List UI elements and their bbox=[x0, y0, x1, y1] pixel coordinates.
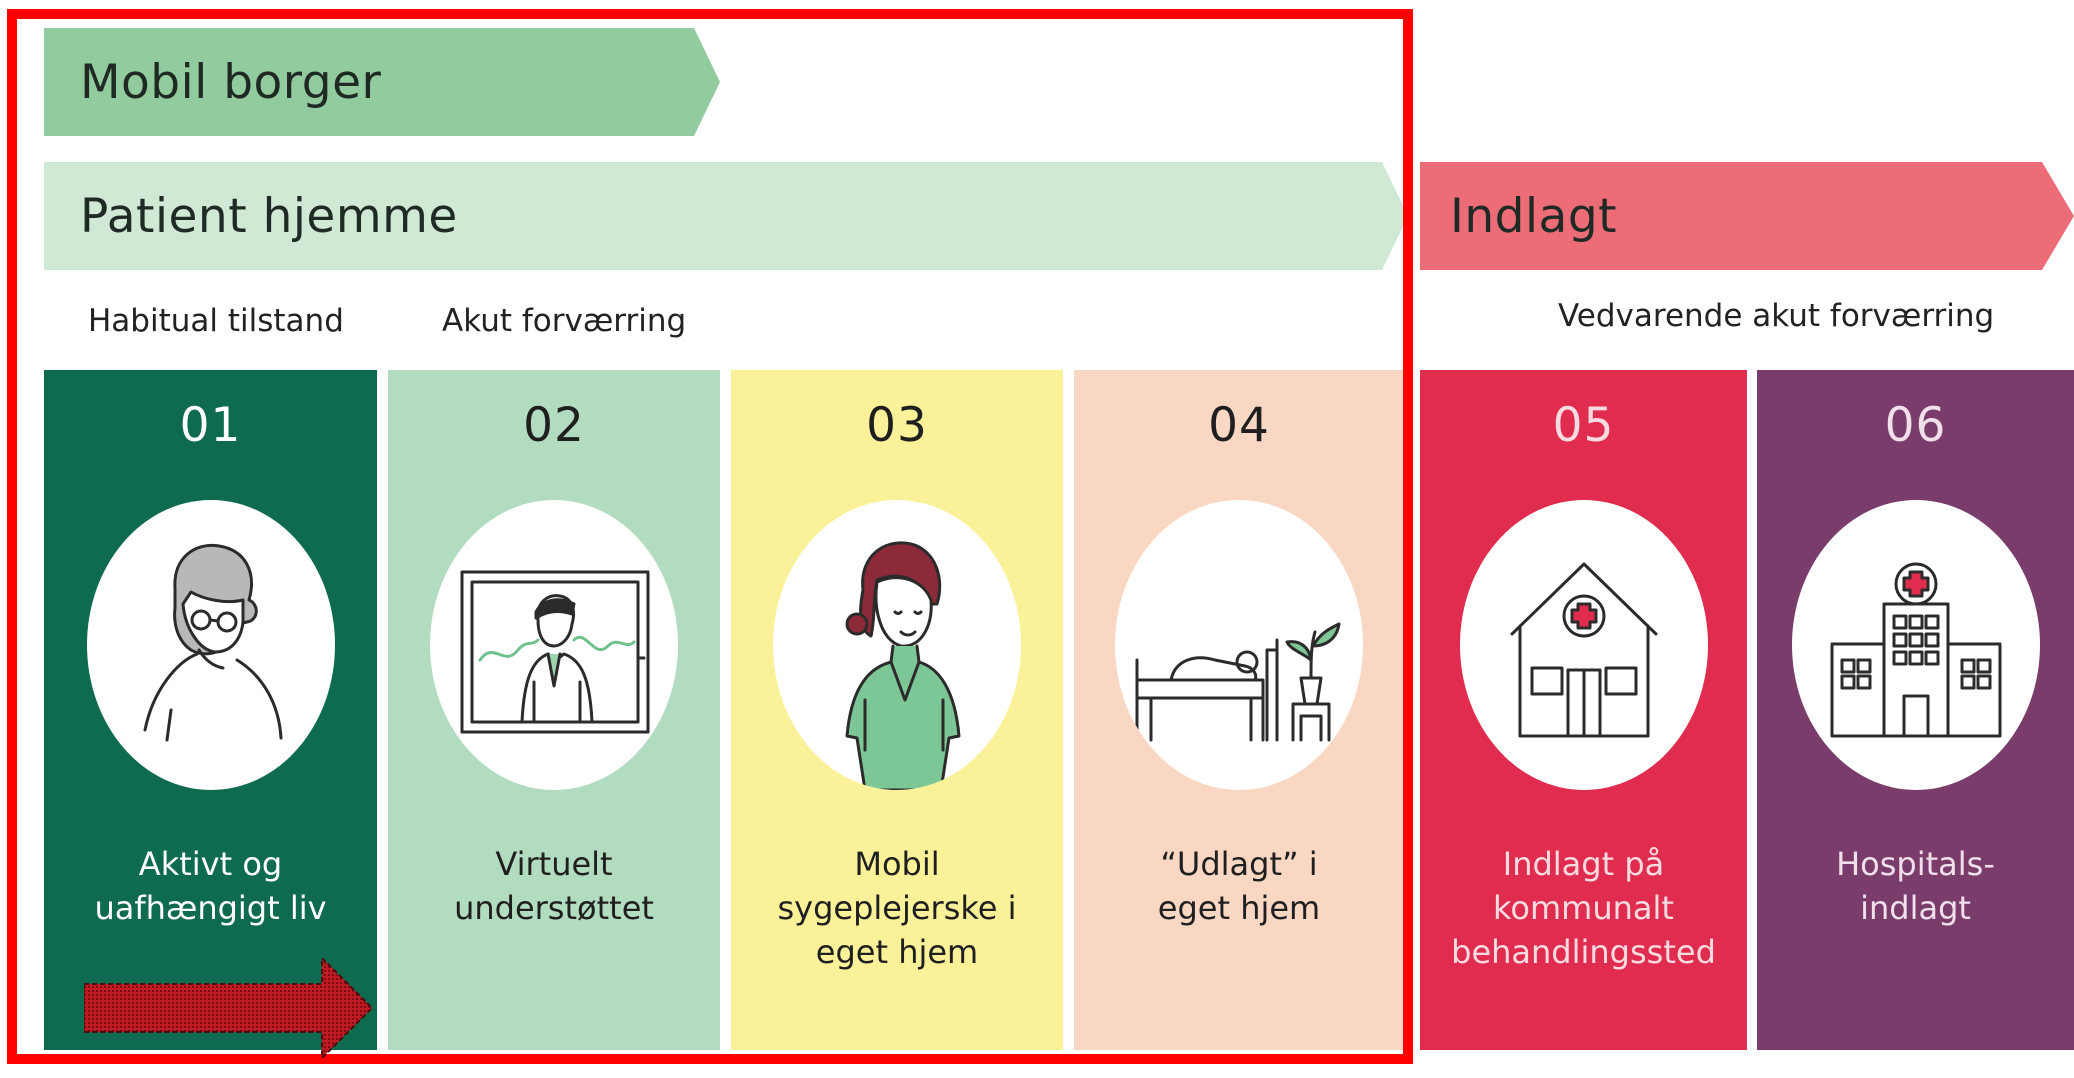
vedvarende-akut-forvaerring-label: Vedvarende akut forværring bbox=[1558, 298, 1995, 334]
stage-number: 06 bbox=[1884, 398, 1947, 453]
stage-caption: Aktivt og uafhængigt liv bbox=[94, 845, 327, 927]
stage-card-04: 04 “Udlagt” i eget hjem bbox=[1074, 370, 1404, 1050]
akut-forvaerring-label: Akut forværring bbox=[442, 303, 687, 339]
icon-circle bbox=[430, 500, 678, 790]
elderly-person-icon bbox=[143, 543, 282, 742]
nurse-icon bbox=[845, 541, 961, 790]
banner-arrow-shape bbox=[44, 162, 1408, 270]
icon-circle bbox=[86, 500, 335, 790]
indlagt-banner: Indlagt bbox=[1420, 162, 2074, 270]
stage-card-05: 05 Indlagt på kommunalt behandlingssted bbox=[1420, 370, 1747, 1050]
patient-hjemme-label: Patient hjemme bbox=[80, 188, 458, 244]
stage-number: 03 bbox=[866, 398, 928, 453]
icon-circle bbox=[1115, 500, 1363, 790]
stage-caption: Indlagt på kommunalt behandlingssted bbox=[1451, 845, 1716, 971]
banner-arrow-shape bbox=[44, 28, 720, 136]
stage-number: 05 bbox=[1552, 398, 1615, 453]
stage-caption: Virtuelt understøttet bbox=[454, 845, 654, 927]
indlagt-label: Indlagt bbox=[1450, 188, 1618, 244]
stage-card-01: 01 Aktivt og uafhængigt liv bbox=[44, 370, 377, 1050]
stage-card-02: 02 Virtuelt understøttet bbox=[388, 370, 720, 1050]
icon-circle bbox=[1459, 500, 1708, 790]
stage-number: 02 bbox=[523, 398, 585, 453]
arrow-right-icon bbox=[84, 958, 374, 1058]
mobil-borger-label: Mobil borger bbox=[80, 54, 382, 110]
stage-number: 01 bbox=[179, 398, 242, 453]
stage-caption: Mobil sygeplejerske i eget hjem bbox=[777, 845, 1017, 971]
stage-number: 04 bbox=[1208, 398, 1270, 453]
icon-circle bbox=[1791, 500, 2040, 790]
icon-circle bbox=[773, 500, 1021, 790]
hospital-building-icon bbox=[1830, 562, 2001, 738]
stage-card-03: 03 Mobil sygeplejerske i eget hjem bbox=[731, 370, 1063, 1050]
stage-card-06: 06 Hospitals- indlagt bbox=[1757, 370, 2074, 1050]
banner-arrow-shape bbox=[1420, 162, 2074, 270]
house-clinic-icon bbox=[1510, 562, 1657, 738]
video-consultation-icon bbox=[460, 570, 650, 734]
bed-with-plant-icon bbox=[1135, 622, 1341, 742]
stage-caption: Hospitals- indlagt bbox=[1836, 845, 1995, 927]
patient-hjemme-banner: Patient hjemme bbox=[44, 162, 1408, 270]
mobil-borger-banner: Mobil borger bbox=[44, 28, 720, 136]
stage-caption: “Udlagt” i eget hjem bbox=[1157, 845, 1321, 927]
habitual-tilstand-label: Habitual tilstand bbox=[88, 303, 344, 339]
